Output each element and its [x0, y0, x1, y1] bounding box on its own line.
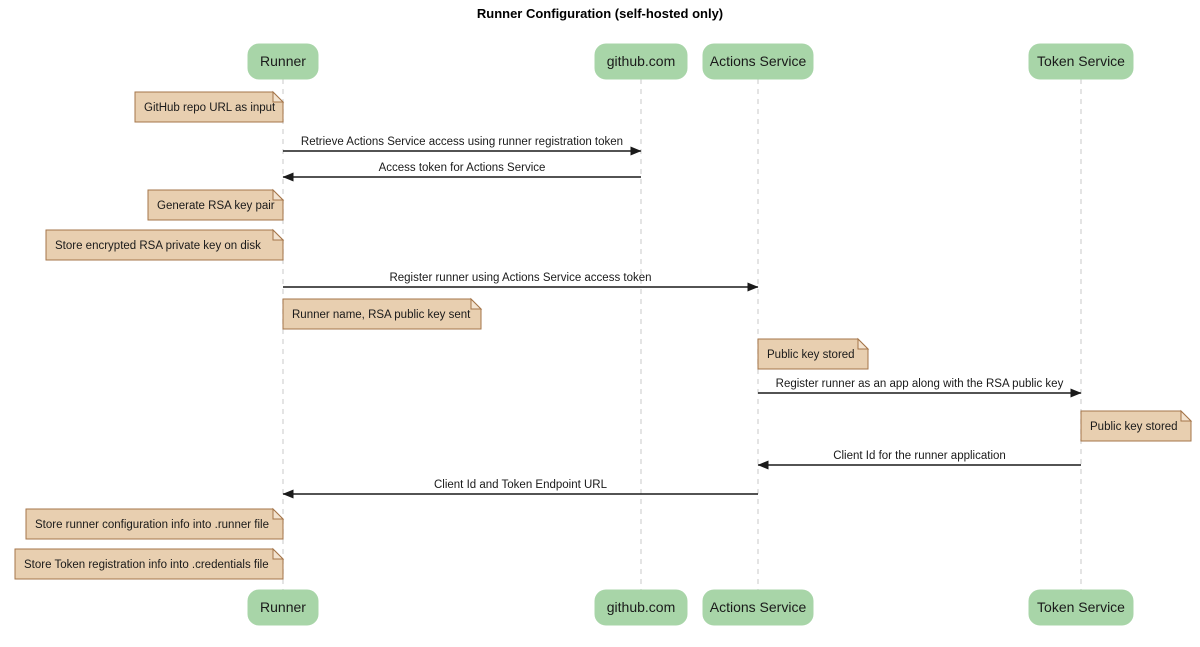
note-5: Public key stored [757, 337, 870, 370]
participant-box[interactable] [702, 589, 814, 626]
note-body [134, 91, 284, 123]
participant-runner-bottom[interactable]: Runner [247, 589, 319, 626]
participant-actions-top[interactable]: Actions Service [702, 43, 814, 80]
note-label: Public key stored [1090, 421, 1178, 433]
note-body [282, 298, 482, 330]
participant-label: Runner [260, 599, 306, 615]
participant-label: Token Service [1037, 599, 1125, 615]
note-body [45, 229, 284, 261]
participant-label: Runner [260, 53, 306, 69]
note-label: Store encrypted RSA private key on disk [55, 240, 261, 252]
participant-box[interactable] [594, 589, 688, 626]
participants-group: RunnerRunnergithub.comgithub.comActions … [247, 43, 1134, 626]
note-fold-corner-icon [272, 188, 285, 201]
note-4: Runner name, RSA public key sent [282, 297, 483, 330]
note-label: Generate RSA key pair [157, 200, 275, 212]
note-fold-corner-icon [272, 507, 285, 520]
note-label: GitHub repo URL as input [144, 102, 276, 114]
message-label: Access token for Actions Service [379, 162, 546, 174]
participant-runner-top[interactable]: Runner [247, 43, 319, 80]
participant-github-top[interactable]: github.com [594, 43, 688, 80]
note-2: Generate RSA key pair [147, 188, 285, 221]
message-2: Access token for Actions Service [282, 162, 641, 182]
note-label: Public key stored [767, 349, 855, 361]
participant-label: github.com [607, 599, 675, 615]
message-6: Client Id and Token Endpoint URL [282, 479, 758, 499]
note-body [14, 548, 284, 580]
participant-label: Token Service [1037, 53, 1125, 69]
message-4: Register runner as an app along with the… [758, 378, 1082, 398]
note-3: Store encrypted RSA private key on disk [45, 228, 285, 261]
note-fold-corner-icon [857, 337, 870, 350]
note-fold-corner-icon [1180, 409, 1193, 422]
note-fold-corner-icon [272, 90, 285, 103]
message-label: Retrieve Actions Service access using ru… [301, 136, 623, 148]
participant-token-top[interactable]: Token Service [1028, 43, 1134, 80]
note-1: GitHub repo URL as input [134, 90, 285, 123]
note-body [25, 508, 284, 540]
note-7: Store runner configuration info into .ru… [25, 507, 285, 540]
messages-group: Retrieve Actions Service access using ru… [282, 136, 1082, 499]
message-label: Register runner as an app along with the… [776, 378, 1064, 390]
note-label: Store runner configuration info into .ru… [35, 519, 269, 531]
participant-box[interactable] [247, 589, 319, 626]
message-label: Register runner using Actions Service ac… [389, 272, 651, 284]
lifelines-group [282, 79, 1082, 590]
note-body [147, 189, 284, 221]
participant-label: Actions Service [710, 53, 807, 69]
note-label: Store Token registration info into .cred… [24, 559, 269, 571]
participant-box[interactable] [1028, 43, 1134, 80]
page-title: Runner Configuration (self-hosted only) [477, 6, 723, 21]
note-label: Runner name, RSA public key sent [292, 309, 471, 321]
message-3: Register runner using Actions Service ac… [283, 272, 759, 292]
note-fold-corner-icon [272, 228, 285, 241]
note-body [757, 338, 869, 370]
participant-box[interactable] [594, 43, 688, 80]
participant-actions-bottom[interactable]: Actions Service [702, 589, 814, 626]
note-8: Store Token registration info into .cred… [14, 547, 285, 580]
note-body [1080, 410, 1192, 442]
note-fold-corner-icon [470, 297, 483, 310]
note-6: Public key stored [1080, 409, 1193, 442]
participant-label: Actions Service [710, 599, 807, 615]
message-1: Retrieve Actions Service access using ru… [283, 136, 642, 156]
participant-box[interactable] [1028, 589, 1134, 626]
message-label: Client Id for the runner application [833, 450, 1006, 462]
participant-label: github.com [607, 53, 675, 69]
participant-box[interactable] [702, 43, 814, 80]
note-fold-corner-icon [272, 547, 285, 560]
message-5: Client Id for the runner application [757, 450, 1081, 470]
message-label: Client Id and Token Endpoint URL [434, 479, 608, 491]
participant-github-bottom[interactable]: github.com [594, 589, 688, 626]
participant-token-bottom[interactable]: Token Service [1028, 589, 1134, 626]
participant-box[interactable] [247, 43, 319, 80]
